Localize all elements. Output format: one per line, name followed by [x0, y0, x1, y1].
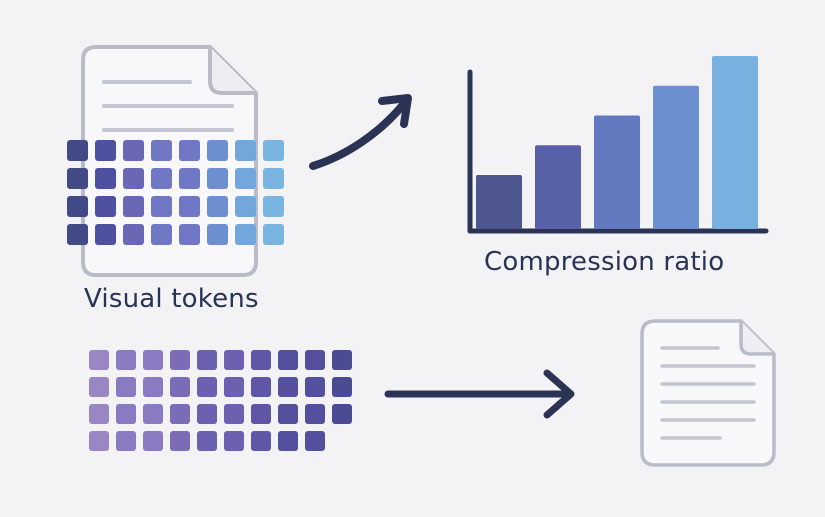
token: [116, 431, 136, 451]
visual-token: [235, 168, 256, 189]
chart-bar: [535, 145, 581, 229]
visual-token: [123, 224, 144, 245]
visual-token: [207, 140, 228, 161]
token: [197, 377, 217, 397]
visual-token-grid: [67, 140, 284, 245]
visual-token: [179, 224, 200, 245]
visual-token: [151, 224, 172, 245]
visual-token: [207, 224, 228, 245]
visual-token: [123, 196, 144, 217]
curved-arrow-icon: [309, 94, 412, 170]
chart-bar: [476, 175, 522, 229]
token: [305, 431, 325, 451]
token: [143, 404, 163, 424]
token-grid: [89, 350, 352, 451]
token: [278, 404, 298, 424]
chart-bar: [712, 56, 758, 229]
visual-tokens-label: Visual tokens: [84, 284, 259, 314]
visual-token: [123, 168, 144, 189]
visual-token: [263, 224, 284, 245]
arrow-right-icon: [384, 369, 575, 419]
token: [116, 404, 136, 424]
top-document-icon: [81, 45, 258, 277]
visual-token: [67, 168, 88, 189]
token: [89, 404, 109, 424]
visual-token: [123, 140, 144, 161]
visual-token: [207, 168, 228, 189]
token: [305, 404, 325, 424]
visual-token: [263, 168, 284, 189]
chart-bar: [653, 85, 699, 229]
token: [224, 404, 244, 424]
visual-token: [263, 196, 284, 217]
token: [224, 377, 244, 397]
visual-token: [235, 140, 256, 161]
token: [305, 350, 325, 370]
token: [197, 431, 217, 451]
token: [278, 431, 298, 451]
visual-token: [207, 196, 228, 217]
token: [197, 404, 217, 424]
token: [278, 377, 298, 397]
token: [89, 350, 109, 370]
token: [224, 431, 244, 451]
token: [197, 350, 217, 370]
visual-token: [95, 168, 116, 189]
token: [170, 404, 190, 424]
visual-token: [179, 196, 200, 217]
token: [143, 350, 163, 370]
visual-token: [179, 140, 200, 161]
token: [305, 377, 325, 397]
visual-token: [151, 196, 172, 217]
visual-token: [95, 224, 116, 245]
visual-token: [179, 168, 200, 189]
token: [143, 431, 163, 451]
token: [89, 431, 109, 451]
visual-token: [263, 140, 284, 161]
visual-token: [67, 196, 88, 217]
visual-token: [151, 168, 172, 189]
visual-token: [235, 224, 256, 245]
visual-token: [95, 196, 116, 217]
token: [278, 350, 298, 370]
visual-token: [235, 196, 256, 217]
token: [116, 377, 136, 397]
output-document-icon: [640, 319, 776, 467]
visual-token: [67, 140, 88, 161]
token: [251, 404, 271, 424]
chart-bar: [594, 115, 640, 229]
token: [251, 431, 271, 451]
token: [332, 350, 352, 370]
token: [170, 377, 190, 397]
visual-token: [67, 224, 88, 245]
token: [224, 350, 244, 370]
token: [143, 377, 163, 397]
token: [251, 350, 271, 370]
token: [251, 377, 271, 397]
compression-bar-chart: [467, 56, 769, 234]
token: [89, 377, 109, 397]
token: [116, 350, 136, 370]
token: [170, 431, 190, 451]
visual-token: [151, 140, 172, 161]
token: [332, 404, 352, 424]
token: [170, 350, 190, 370]
token: [332, 377, 352, 397]
compression-ratio-label: Compression ratio: [484, 247, 725, 277]
visual-token: [95, 140, 116, 161]
